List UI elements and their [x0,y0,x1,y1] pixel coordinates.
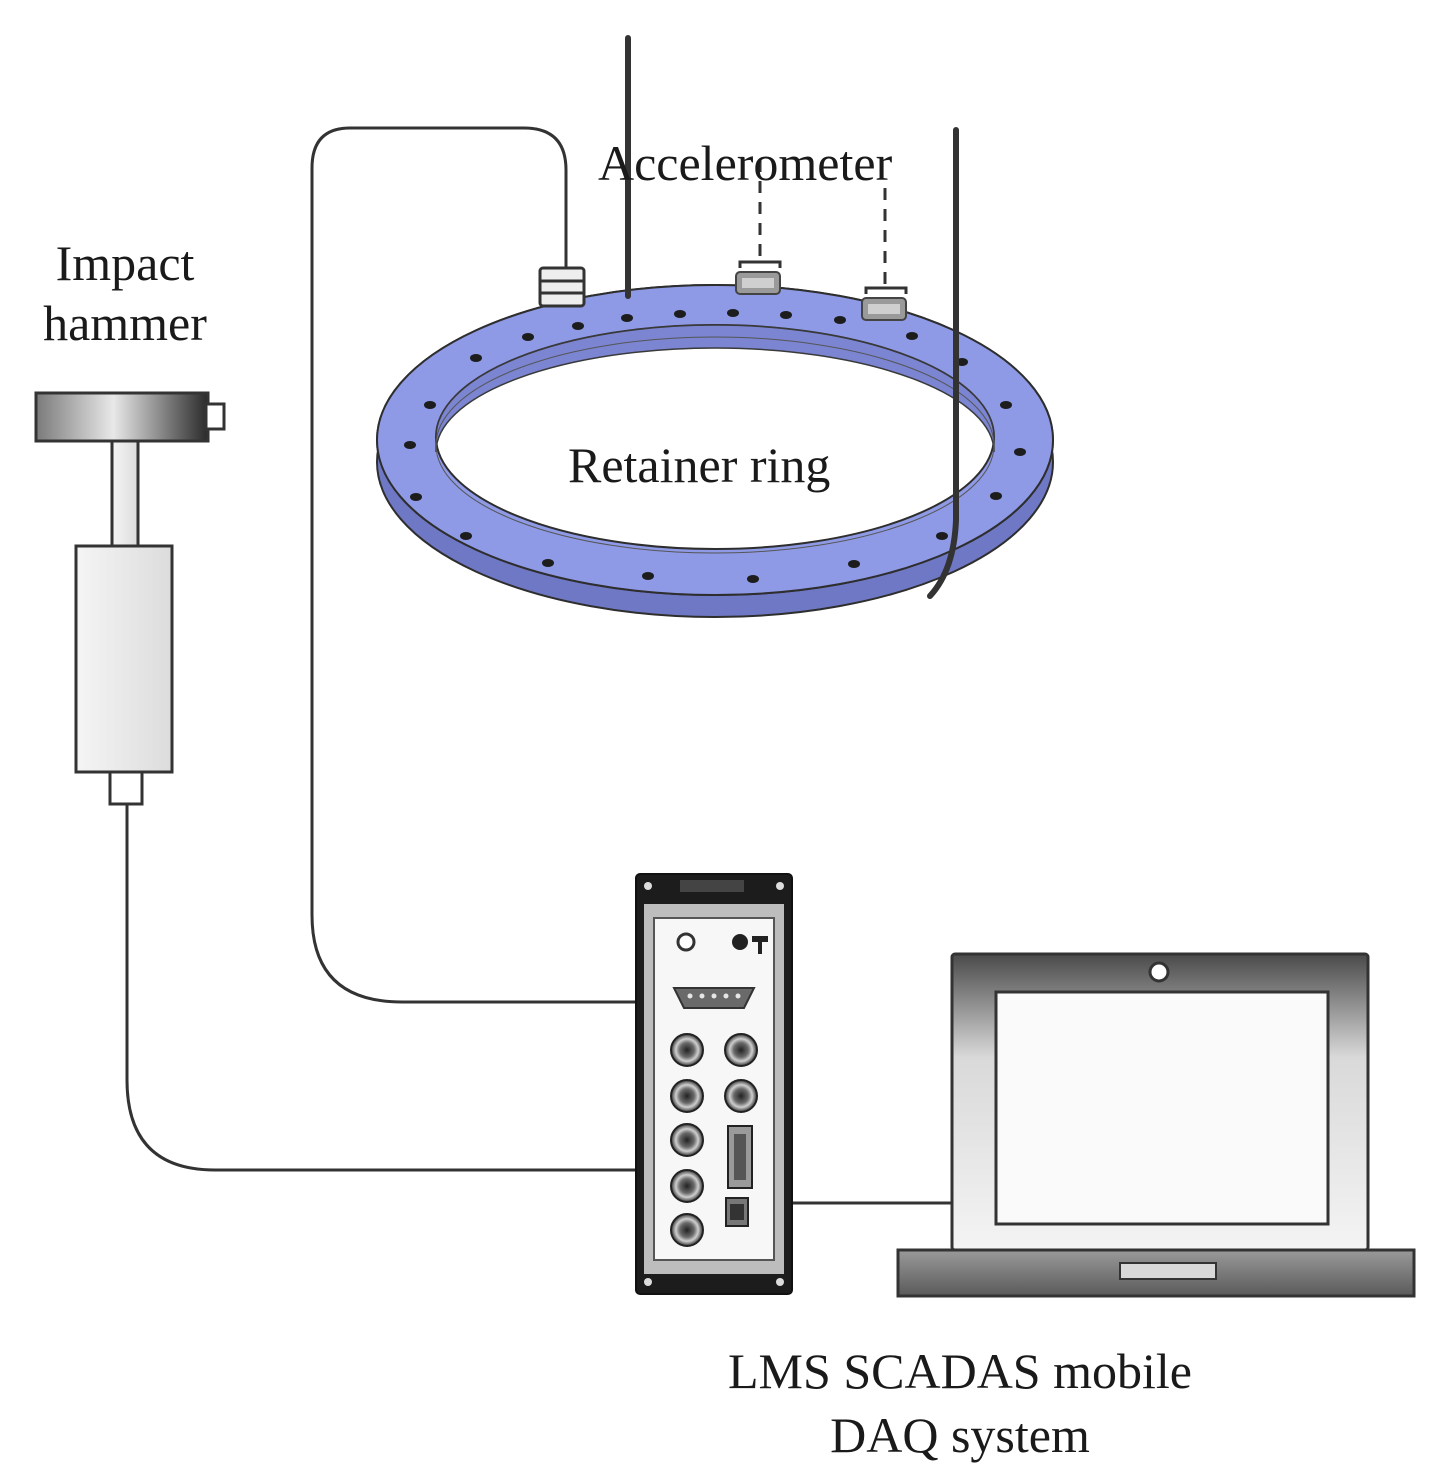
hammer-cable [125,804,676,1172]
daq-label-line2: DAQ system [830,1407,1090,1463]
impact-hammer [34,391,226,806]
laptop [896,952,1416,1298]
suspension-rods [625,35,959,599]
accelerometer-sensor-2 [861,286,908,321]
accelerometer-label: Accelerometer [598,135,893,191]
cables [125,126,952,1205]
retainer-ring-label: Retainer ring [568,437,831,493]
accelerometer-connector [538,266,586,308]
retainer-ring [375,284,1055,618]
accelerometers [538,160,908,321]
accelerometer-cable [310,126,672,1004]
impact-hammer-label-line2: hammer [43,295,207,351]
impact-hammer-label-line1: Impact [55,235,195,291]
accelerometer-sensor-1 [735,260,782,295]
ring-bolt-holes [404,309,1026,583]
daq-device [635,873,793,1295]
daq-label-line1: LMS SCADAS mobile [728,1343,1192,1399]
